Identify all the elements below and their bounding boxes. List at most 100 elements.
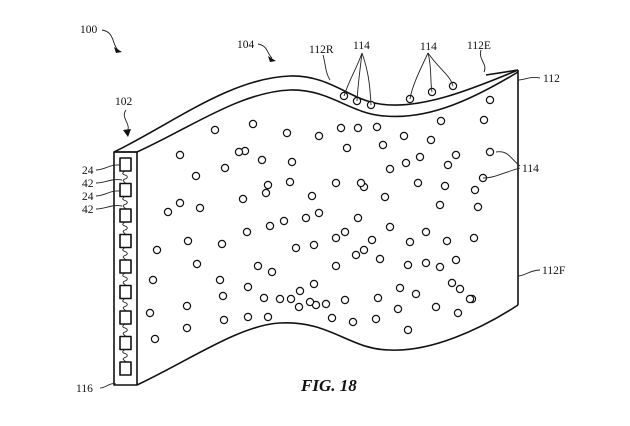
dot-114 bbox=[267, 267, 277, 277]
dot-114 bbox=[148, 275, 158, 285]
label-42-a: 42 bbox=[82, 178, 94, 190]
dot-114 bbox=[373, 293, 383, 303]
dot-114 bbox=[331, 233, 341, 243]
dot-114 bbox=[305, 297, 315, 307]
leader-42-a bbox=[95, 179, 123, 184]
dot-114 bbox=[291, 243, 301, 253]
dot-114 bbox=[331, 178, 341, 188]
dot-114 bbox=[435, 200, 445, 210]
sheet-end-cap bbox=[485, 69, 519, 76]
dot-114 bbox=[163, 207, 173, 217]
dot-114 bbox=[455, 284, 465, 294]
leader-100 bbox=[101, 29, 119, 51]
dot-114 bbox=[336, 123, 346, 133]
dot-114 bbox=[309, 279, 319, 289]
dot-114 bbox=[367, 235, 377, 245]
dot-114 bbox=[415, 152, 425, 162]
leader-114-right-b bbox=[482, 167, 521, 179]
dot-114 bbox=[175, 198, 185, 208]
sheet-top-back-edge bbox=[113, 69, 519, 153]
label-114-top-left: 114 bbox=[353, 40, 370, 52]
leader-114-top-right-c bbox=[427, 52, 454, 87]
leader-42-b bbox=[95, 205, 123, 210]
dot-114 bbox=[403, 260, 413, 270]
component-24 bbox=[119, 233, 132, 249]
dot-114 bbox=[327, 313, 337, 323]
dot-114 bbox=[285, 177, 295, 187]
dot-114 bbox=[380, 192, 390, 202]
dot-features bbox=[145, 81, 495, 344]
dot-114 bbox=[479, 115, 489, 125]
leader-112 bbox=[517, 77, 541, 81]
label-112F: 112F bbox=[542, 265, 565, 277]
leader-102 bbox=[123, 109, 129, 133]
dot-114 bbox=[282, 128, 292, 138]
reference-labels: 100 104 102 112R 114 114 112E 112 114 11… bbox=[76, 24, 565, 395]
dot-114 bbox=[385, 222, 395, 232]
dot-114 bbox=[378, 140, 388, 150]
interconnect-42 bbox=[122, 221, 128, 235]
component-24 bbox=[119, 259, 132, 274]
dot-114 bbox=[356, 178, 366, 188]
dot-114 bbox=[393, 304, 403, 314]
dot-114 bbox=[301, 213, 311, 223]
dot-114 bbox=[195, 203, 205, 213]
dot-114 bbox=[351, 250, 361, 260]
dot-114 bbox=[485, 147, 495, 157]
interconnect-42 bbox=[122, 298, 128, 312]
leader-114-top-left-b bbox=[356, 52, 363, 102]
dot-114 bbox=[421, 227, 431, 237]
dot-114 bbox=[219, 315, 229, 325]
dot-114 bbox=[375, 254, 385, 264]
label-114-top-right: 114 bbox=[420, 41, 437, 53]
dot-114 bbox=[309, 240, 319, 250]
dot-114 bbox=[294, 302, 304, 312]
dot-114 bbox=[279, 216, 289, 226]
dot-114 bbox=[473, 202, 483, 212]
dot-114 bbox=[242, 227, 252, 237]
dot-114 bbox=[175, 150, 185, 160]
dot-114 bbox=[399, 131, 409, 141]
interconnect-42 bbox=[122, 272, 128, 286]
dot-114 bbox=[405, 237, 415, 247]
dot-114 bbox=[287, 157, 297, 167]
leader-114-top-left-c bbox=[361, 52, 372, 106]
dot-114 bbox=[286, 294, 296, 304]
dot-114 bbox=[217, 239, 227, 249]
dot-114 bbox=[314, 131, 324, 141]
dot-114 bbox=[453, 308, 463, 318]
arrow-100 bbox=[114, 47, 122, 53]
leader-112R bbox=[322, 54, 331, 81]
leader-112E bbox=[479, 49, 486, 73]
dot-114 bbox=[191, 171, 201, 181]
dot-114 bbox=[426, 135, 436, 145]
dot-114 bbox=[451, 150, 461, 160]
dot-114 bbox=[421, 258, 431, 268]
leader-114-top-right-a bbox=[409, 52, 429, 100]
dot-114 bbox=[259, 293, 269, 303]
component-24 bbox=[119, 361, 132, 376]
label-114-right: 114 bbox=[522, 163, 539, 175]
dot-114 bbox=[220, 163, 230, 173]
label-100: 100 bbox=[80, 24, 98, 36]
dot-114 bbox=[145, 308, 155, 318]
label-24-a: 24 bbox=[82, 165, 94, 177]
dot-114 bbox=[340, 295, 350, 305]
component-24 bbox=[119, 284, 132, 300]
component-24 bbox=[119, 335, 132, 351]
dot-114 bbox=[469, 233, 479, 243]
dot-114 bbox=[257, 155, 267, 165]
dot-114 bbox=[182, 301, 192, 311]
dot-114 bbox=[411, 289, 421, 299]
label-112E: 112E bbox=[467, 40, 491, 52]
dot-114 bbox=[395, 283, 405, 293]
dot-114 bbox=[348, 317, 358, 327]
dot-114 bbox=[275, 294, 285, 304]
label-112: 112 bbox=[543, 73, 560, 85]
sheet-bottom-edge bbox=[136, 304, 519, 386]
dot-114 bbox=[150, 334, 160, 344]
component-24 bbox=[119, 208, 132, 223]
dot-114 bbox=[295, 286, 305, 296]
dot-114 bbox=[321, 299, 331, 309]
